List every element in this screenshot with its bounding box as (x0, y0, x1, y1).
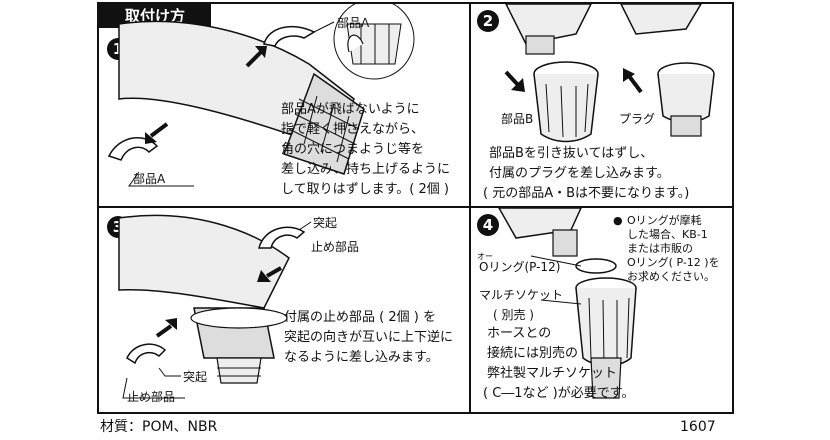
step-1-line-3: 角の穴につまようじ等を (281, 142, 425, 157)
plug-label: プラグ (619, 112, 656, 126)
socket-label: マルチソケット (479, 288, 564, 302)
step-1-line-1: 部品Aが飛ばないように (281, 102, 420, 117)
product-code: 1607 (680, 419, 716, 435)
step-4-panel: 4 オー Oリング(P-12) マルチソケット ( 別売 ) ● Oリングが摩耗… (469, 206, 734, 414)
note-line-5: お求めください。 (627, 270, 715, 283)
part-b-label: 部品B (501, 112, 534, 126)
step-3-line-1: 付属の止め部品 ( 2個 ) を (284, 310, 436, 325)
protrusion-label-top: 突起 (313, 216, 338, 230)
step-3-panel: 3 突起 止め部品 突起 止め部品 付属の止め部品 ( 2個 ) を 突起の向き… (97, 206, 471, 414)
note-line-1: Oリングが摩耗 (627, 214, 702, 227)
note-line-4: Oリング( P-12 )を (627, 256, 720, 269)
step-1-line-4: 差し込み、持ち上げるように (281, 162, 451, 177)
step-2-badge: 2 (477, 10, 499, 32)
step-4-line-4: ( C―1など )が必要です。 (483, 386, 635, 401)
note-line-2: した場合、KB-1 (627, 228, 708, 241)
step-4-line-3: 弊社製マルチソケット (487, 366, 618, 381)
socket-sub-label: ( 別売 ) (493, 308, 534, 322)
note-bullet: ● (613, 214, 623, 227)
part-a-label-bottom: 部品A (133, 172, 166, 186)
oring-label: Oリング(P-12) (479, 260, 561, 274)
step-1-illustration (107, 4, 415, 187)
step-2-line-2: 付属のプラグを差し込みます。 (489, 166, 670, 181)
step-4-line-2: 接続には別売の (487, 346, 579, 361)
part-a-label-top: 部品A (337, 16, 370, 30)
step-2-illustration (504, 4, 715, 143)
protrusion-label-bottom: 突起 (183, 370, 208, 384)
step-1-line-2: 指で軽く押さえながら、 (281, 122, 425, 137)
step-2-panel: 2 部品B プラグ 部品Bを引き抜いてはずし、 付属のプラグを差し込みます。 (… (469, 2, 734, 208)
oring-ruby: オー (477, 252, 493, 261)
step-4-badge: 4 (477, 214, 499, 236)
material-text: 材質：POM、NBR (100, 419, 218, 435)
note-line-3: または市販の (627, 242, 693, 255)
step-3-illustration (118, 214, 312, 399)
step-2-line-3: ( 元の部品A・Bは不要になります。) (483, 186, 690, 201)
stopper-label-bottom: 止め部品 (127, 390, 176, 404)
step-3-line-3: なるように差し込みます。 (284, 350, 439, 365)
stopper-label-top: 止め部品 (311, 240, 360, 254)
step-2-line-1: 部品Bを引き抜いてはずし、 (489, 146, 654, 161)
step-4-line-1: ホースとの (487, 326, 552, 341)
step-1-line-5: して取りはずします。( 2個 ) (281, 182, 449, 197)
step-4-illustration (498, 208, 637, 399)
step-1-panel: 取付け方 1 部品A 部品A 部品Aが飛ばないように 指で軽く押さえながら、 角… (97, 2, 471, 208)
step-3-line-2: 突起の向きが互いに上下逆に (284, 330, 454, 345)
